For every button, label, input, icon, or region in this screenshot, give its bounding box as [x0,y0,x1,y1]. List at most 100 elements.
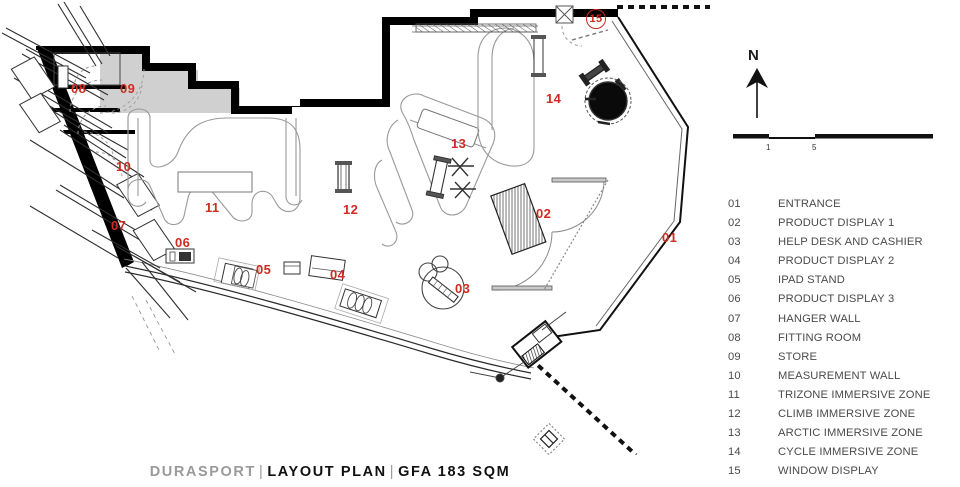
legend-number: 13 [728,427,741,440]
room-tag-12: 12 [343,202,359,217]
cycle-pole-icon [531,35,546,77]
entrance-door-leaves [491,177,607,291]
product-display-3-icon [165,248,195,264]
measurement-wall-swings [83,131,123,179]
legend-item-15: 15 WINDOW DISPLAY [728,465,954,484]
legend-label: TRIZONE IMMERSIVE ZONE [778,388,931,401]
legend-label: ARCTIC IMMERSIVE ZONE [778,427,923,440]
climb-equipment-icon [335,161,352,193]
legend: 01 ENTRANCE 02 PRODUCT DISPLAY 1 03 HELP… [728,198,954,484]
legend-item-10: 10 MEASUREMENT WALL [728,370,954,389]
arctic-equipment-icons [425,155,476,200]
legend-item-13: 13 ARCTIC IMMERSIVE ZONE [728,427,954,446]
scale-bar-graphic [733,134,933,139]
room-tag-09: 09 [120,81,136,96]
room-tag-14: 14 [546,91,562,106]
help-desk-cashier [418,255,465,310]
legend-number: 08 [728,331,741,344]
legend-item-11: 11 TRIZONE IMMERSIVE ZONE [728,389,954,408]
site-marker [532,422,566,455]
legend-number: 15 [728,465,741,478]
cycle-round-fixture [584,77,632,126]
arctic-display-plinth [416,108,480,148]
window-display-detail [555,5,609,47]
legend-number: 14 [728,446,741,459]
scale-tick-1: 1 [766,143,771,152]
legend-label: IPAD STAND [778,274,845,287]
product-display-2-fixtures [283,255,389,324]
window-display-band [415,23,537,33]
fitting-room-detail [53,52,121,135]
legend-label: CYCLE IMMERSIVE ZONE [778,446,919,459]
east-perimeter-wall-inner [595,20,683,327]
legend-number: 07 [728,312,741,325]
room-tag-04: 04 [330,267,346,282]
room-tag-08: 08 [71,81,87,96]
legend-number: 09 [728,350,741,363]
room-tag-03: 03 [455,281,471,296]
legend-item-04: 04 PRODUCT DISPLAY 2 [728,255,954,274]
room-tag-15: 15 [586,9,606,29]
left-guide-lines [131,295,177,357]
legend-item-01: 01 ENTRANCE [728,198,954,217]
room-tag-06: 06 [175,235,191,250]
legend-number: 12 [728,408,741,421]
room-tag-01: 01 [662,230,678,245]
legend-item-03: 03 HELP DESK AND CASHIER [728,236,954,255]
legend-label: PRODUCT DISPLAY 1 [778,217,895,230]
north-arrow-icon [746,68,768,118]
entrance-approach-lines [469,311,567,383]
sheet-title: DURASPORT|LAYOUT PLAN|GFA 183 SQM [0,464,660,480]
legend-item-14: 14 CYCLE IMMERSIVE ZONE [728,446,954,465]
legend-number: 06 [728,293,741,306]
room-tag-07: 07 [111,218,127,233]
title-plan-type: LAYOUT PLAN [267,464,387,480]
legend-item-08: 08 FITTING ROOM [728,332,954,351]
title-gfa: GFA 183 SQM [398,464,511,480]
arctic-zone-leg [373,159,398,247]
legend-item-07: 07 HANGER WALL [728,313,954,332]
cycle-zone-pod [477,27,535,167]
legend-item-09: 09 STORE [728,351,954,370]
legend-number: 10 [728,369,741,382]
title-separator-1: | [258,464,265,480]
floor-plan-drawing: 01 02 03 04 05 06 07 08 09 10 11 12 13 1… [1,1,710,455]
store-door-swing [99,68,145,114]
scale-tick-5: 5 [812,143,817,152]
legend-number: 01 [728,198,741,210]
store-room-fill [100,53,240,113]
legend-label: HANGER WALL [778,312,861,325]
floor-plan-geometry [1,1,710,455]
legend-label: STORE [778,350,818,363]
legend-number: 11 [728,388,740,401]
curved-shopfront-glazing [124,265,532,380]
legend-label: PRODUCT DISPLAY 2 [778,255,895,268]
trizone-display-plinth [177,171,253,193]
legend-item-05: 05 IPAD STAND [728,274,954,293]
ipad-stand-fixture [213,257,261,291]
hanger-wall-panels [10,56,176,262]
title-brand: DURASPORT [149,464,256,480]
room-tag-02: 02 [536,206,552,221]
trizone-zone-pod [127,108,301,226]
legend-item-02: 02 PRODUCT DISPLAY 1 [728,217,954,236]
north-indicator: N [740,48,786,120]
legend-item-12: 12 CLIMB IMMERSIVE ZONE [728,408,954,427]
legend-number: 02 [728,217,741,230]
legend-item-06: 06 PRODUCT DISPLAY 3 [728,293,954,312]
legend-number: 05 [728,274,741,287]
trizone-zone-legs [127,118,303,207]
entrance-kiosk [510,319,563,369]
scale-bar: 1 5 [733,130,933,160]
room-tag-05: 05 [256,262,272,277]
title-separator-2: | [389,464,396,480]
legend-label: HELP DESK AND CASHIER [778,236,923,249]
room-tag-10: 10 [116,159,132,174]
legend-label: PRODUCT DISPLAY 3 [778,293,895,306]
north-label: N [748,47,759,64]
curved-shopfront-glazing-outer [123,258,535,369]
legend-label: MEASUREMENT WALL [778,369,901,382]
legend-label: CLIMB IMMERSIVE ZONE [778,408,916,421]
room-tag-11: 11 [205,200,220,215]
legend-label: FITTING ROOM [778,331,862,344]
